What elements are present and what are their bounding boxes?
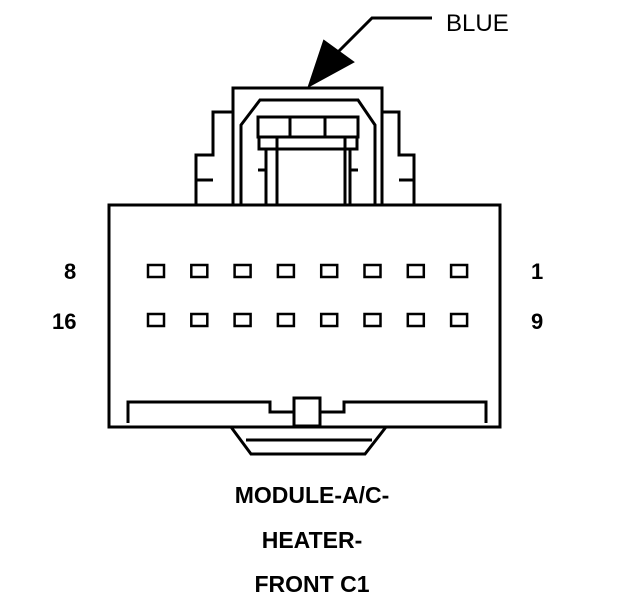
pin-cavity xyxy=(276,312,296,328)
connector-body xyxy=(107,203,502,429)
pin-cavity xyxy=(146,312,166,328)
pin-cavity xyxy=(233,312,252,328)
pin-cavity xyxy=(146,263,166,279)
bottom-tab xyxy=(229,426,388,456)
latch-housing xyxy=(231,86,384,205)
pin-cavity xyxy=(319,312,339,328)
pin-label-8: 8 xyxy=(64,259,77,284)
pin-cavity xyxy=(319,263,339,279)
pin-cavity xyxy=(190,312,209,328)
bottom-rail xyxy=(126,400,294,423)
color-leader-line xyxy=(334,16,432,56)
pin-cavity xyxy=(363,312,382,328)
pin-cavity xyxy=(406,263,426,279)
left-side-tab xyxy=(194,110,233,205)
pin-cavity xyxy=(449,312,469,328)
pin-cavity xyxy=(449,263,469,279)
connector-caption-line-1: MODULE-A/C- xyxy=(234,482,390,508)
pin-label-9: 9 xyxy=(531,309,544,334)
bottom-key xyxy=(292,396,322,428)
pin-cavity xyxy=(406,312,426,328)
pin-cavity xyxy=(276,263,296,279)
connector-caption-line-2: HEATER- xyxy=(261,527,363,553)
pin-cavity xyxy=(190,263,209,279)
right-side-tab xyxy=(382,110,416,205)
latch-top xyxy=(256,115,360,139)
pin-cavity xyxy=(363,263,382,279)
pin-cavity xyxy=(233,263,252,279)
wire-color-label: BLUE xyxy=(446,10,509,37)
connector-caption-line-3: FRONT C1 xyxy=(254,571,370,597)
pin-label-1: 1 xyxy=(531,259,544,284)
pin-label-16: 16 xyxy=(52,309,77,334)
color-leader-arrowhead xyxy=(307,39,355,89)
latch-lever xyxy=(275,135,347,207)
